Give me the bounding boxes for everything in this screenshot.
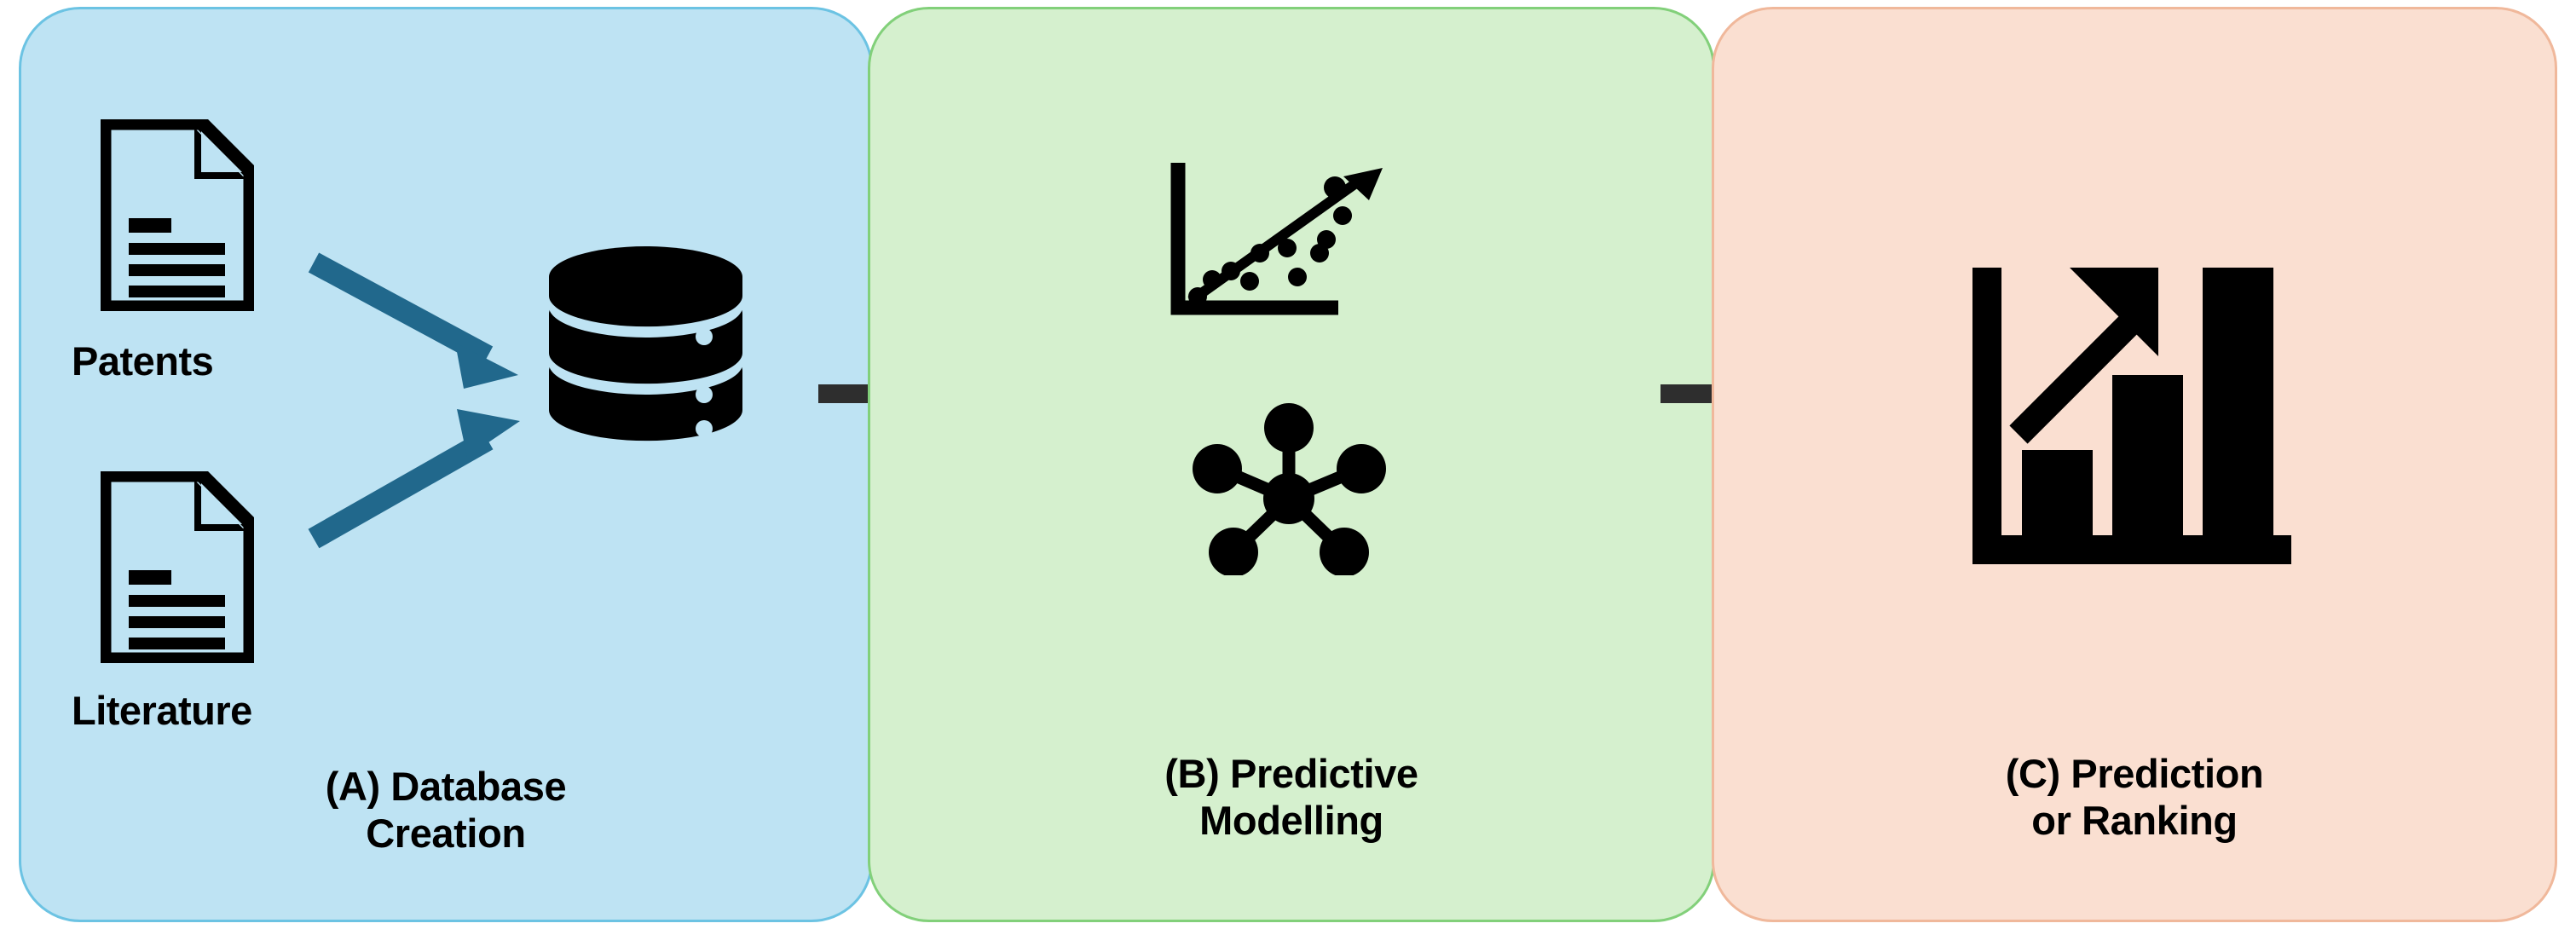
arrow-literature-to-database-icon xyxy=(308,409,520,549)
literature-label: Literature xyxy=(72,688,252,733)
panel-a-caption: (A) Database Creation xyxy=(19,763,873,857)
panel-c-caption: (C) Prediction or Ranking xyxy=(1712,750,2557,845)
panel-b-caption-line2: Modelling xyxy=(1199,798,1383,844)
panel-a-caption-line1: (A) Database xyxy=(325,764,567,809)
panel-b-caption-line1: (B) Predictive xyxy=(1164,751,1418,796)
bar-chart-icon xyxy=(1972,268,2291,564)
panel-a-caption-line2: Creation xyxy=(366,811,526,857)
panel-c-caption-line1: (C) Prediction xyxy=(2005,751,2264,796)
document-icon xyxy=(101,471,254,663)
database-icon xyxy=(549,246,742,441)
arrow-patents-to-database-icon xyxy=(308,252,518,389)
document-icon xyxy=(101,119,254,311)
panel-c-caption-line2: or Ranking xyxy=(2031,798,2238,844)
molecule-icon xyxy=(1193,403,1386,575)
scatter-plot-icon xyxy=(1170,163,1383,315)
panel-b-caption: (B) Predictive Modelling xyxy=(868,750,1715,845)
patents-label: Patents xyxy=(72,338,214,384)
